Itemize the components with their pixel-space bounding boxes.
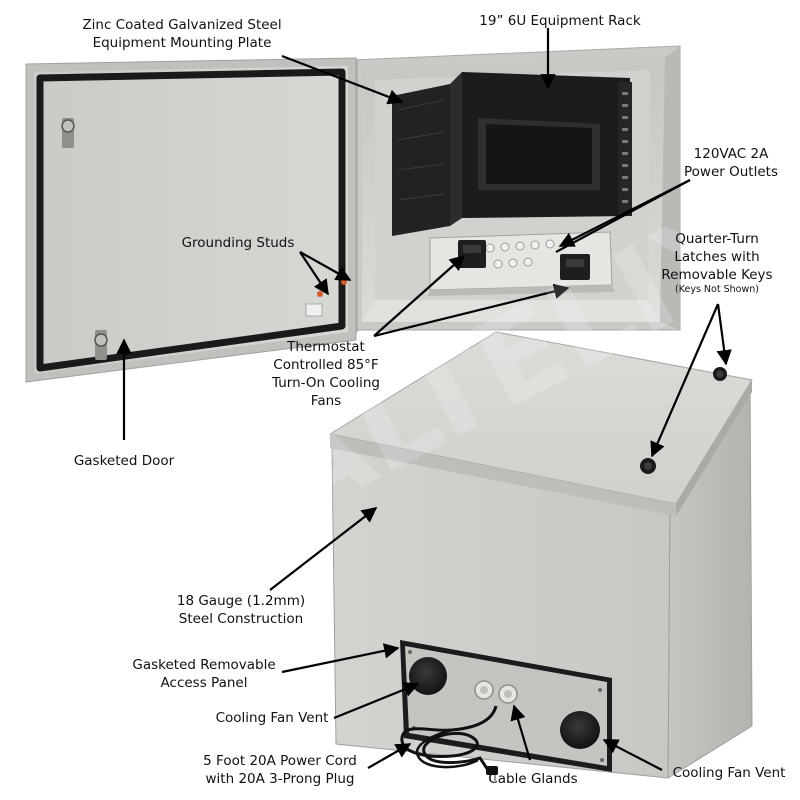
label-power-outlets-line1: 120VAC 2A <box>693 146 769 162</box>
label-cable-glands: Cable Glands <box>488 771 578 787</box>
label-latches: Quarter-Turn Latches with Removable Keys… <box>652 230 782 296</box>
label-fan-vent-right: Cooling Fan Vent <box>672 765 786 781</box>
label-power-cord-line2: with 20A 3-Prong Plug <box>205 771 355 787</box>
label-fan-vent-left: Cooling Fan Vent <box>215 710 329 726</box>
label-latches-line2: Latches with <box>674 249 760 265</box>
label-access-panel-line1: Gasketed Removable <box>132 657 276 673</box>
label-latches-line1: Quarter-Turn <box>675 231 759 247</box>
label-access-panel-line2: Access Panel <box>160 675 248 691</box>
label-power-cord-line1: 5 Foot 20A Power Cord <box>203 753 357 769</box>
label-cooling-fans-line3: Turn-On Cooling <box>272 375 380 391</box>
label-grounding-studs: Grounding Studs <box>181 235 295 251</box>
label-mounting-plate: Zinc Coated Galvanized Steel Equipment M… <box>72 16 292 52</box>
label-mounting-plate-line2: Equipment Mounting Plate <box>92 35 272 51</box>
label-gasketed-door: Gasketed Door <box>73 453 175 469</box>
label-cooling-fans: Thermostat Controlled 85°F Turn-On Cooli… <box>266 338 386 410</box>
label-latches-line3: Removable Keys <box>661 267 773 283</box>
label-power-outlets-line2: Power Outlets <box>684 164 778 180</box>
closed-enclosure <box>328 331 753 781</box>
label-steel-construction-line2: Steel Construction <box>178 611 304 627</box>
open-door <box>25 57 357 383</box>
label-latches-note: (Keys Not Shown) <box>675 284 759 295</box>
label-steel-construction-line1: 18 Gauge (1.2mm) <box>176 593 306 609</box>
label-power-cord: 5 Foot 20A Power Cord with 20A 3-Prong P… <box>190 752 370 788</box>
callout-arrows <box>116 28 732 771</box>
label-mounting-plate-line1: Zinc Coated Galvanized Steel <box>82 17 282 33</box>
label-access-panel: Gasketed Removable Access Panel <box>122 656 286 692</box>
label-power-outlets: 120VAC 2A Power Outlets <box>676 145 786 181</box>
label-steel-construction: 18 Gauge (1.2mm) Steel Construction <box>166 592 316 628</box>
label-cooling-fans-line1: Thermostat <box>287 339 365 355</box>
label-equipment-rack: 19” 6U Equipment Rack <box>479 13 641 29</box>
label-cooling-fans-line2: Controlled 85°F <box>273 357 379 373</box>
label-cooling-fans-line4: Fans <box>310 393 342 409</box>
